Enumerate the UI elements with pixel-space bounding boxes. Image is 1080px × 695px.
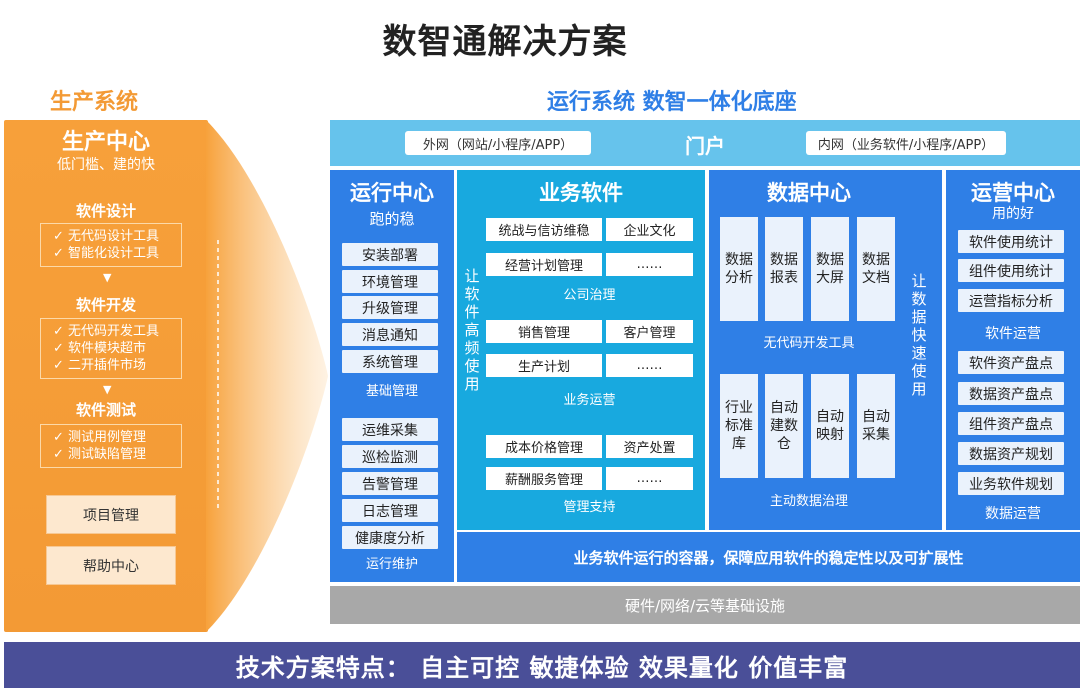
run-basic-item[interactable]: 环境管理 bbox=[342, 270, 438, 293]
company-governance-caption: 公司治理 bbox=[563, 288, 616, 303]
company-governance-item[interactable]: 企业文化 bbox=[606, 218, 693, 241]
nocode-tool-caption: 无代码开发工具 bbox=[763, 336, 855, 351]
page-title: 数智通解决方案 bbox=[382, 22, 628, 62]
production-center-subtitle: 低门槛、建的快 bbox=[57, 157, 155, 173]
dev-item: ✓ 软件模块超市 bbox=[53, 341, 147, 356]
ops-center-title: 运营中心 bbox=[971, 181, 1055, 205]
run-ops-item[interactable]: 告警管理 bbox=[342, 472, 438, 495]
data-ops-item[interactable]: 数据资产盘点 bbox=[958, 382, 1064, 405]
business-ops-item[interactable]: 生产计划 bbox=[486, 354, 602, 377]
production-center-title: 生产中心 bbox=[61, 130, 150, 155]
container-band: 业务软件运行的容器，保障应用软件的稳定性以及可扩展性 bbox=[457, 532, 1080, 582]
test-item: ✓ 测试用例管理 bbox=[53, 430, 147, 445]
business-software-title: 业务软件 bbox=[539, 181, 623, 205]
run-ops-item[interactable]: 运维采集 bbox=[342, 418, 438, 441]
project-management-button[interactable]: 项目管理 bbox=[46, 495, 176, 534]
software-ops-item[interactable]: 软件使用统计 bbox=[958, 230, 1064, 253]
help-center-button[interactable]: 帮助中心 bbox=[46, 546, 176, 585]
data-ops-item[interactable]: 数据资产规划 bbox=[958, 442, 1064, 465]
business-ops-caption: 业务运营 bbox=[563, 393, 616, 408]
data-tool-item[interactable]: 数据文档 bbox=[857, 217, 895, 321]
data-tool-item[interactable]: 数据分析 bbox=[720, 217, 758, 321]
run-basic-item[interactable]: 升级管理 bbox=[342, 296, 438, 319]
design-title: 软件设计 bbox=[75, 202, 136, 220]
management-support-item[interactable]: …… bbox=[606, 467, 693, 490]
software-ops-caption: 软件运营 bbox=[985, 326, 1041, 342]
data-ops-item[interactable]: 软件资产盘点 bbox=[958, 351, 1064, 374]
ops-center-subtitle: 用的好 bbox=[992, 206, 1034, 222]
data-side-text: 让数据快速使用 bbox=[911, 272, 927, 398]
software-ops-item[interactable]: 运营指标分析 bbox=[958, 289, 1064, 312]
software-ops-item[interactable]: 组件使用统计 bbox=[958, 259, 1064, 282]
test-box: ✓ 测试用例管理 ✓ 测试缺陷管理 bbox=[40, 424, 182, 468]
dev-item: ✓ 无代码开发工具 bbox=[53, 324, 160, 339]
data-governance-item[interactable]: 自动映射 bbox=[811, 374, 849, 478]
basic-management-caption: 基础管理 bbox=[365, 384, 418, 399]
external-network-pill[interactable]: 外网（网站/小程序/APP） bbox=[405, 131, 591, 155]
management-support-item[interactable]: 资产处置 bbox=[606, 435, 693, 458]
run-ops-item[interactable]: 日志管理 bbox=[342, 499, 438, 522]
funnel-shape bbox=[206, 120, 328, 632]
test-title: 软件测试 bbox=[75, 401, 136, 419]
management-support-item[interactable]: 薪酬服务管理 bbox=[486, 467, 602, 490]
run-basic-item[interactable]: 系统管理 bbox=[342, 350, 438, 373]
business-side-text: 让软件高频使用 bbox=[464, 267, 480, 393]
data-governance-item[interactable]: 行业标准库 bbox=[720, 374, 758, 478]
arrow-down-icon: ▼ bbox=[103, 271, 112, 284]
management-support-item[interactable]: 成本价格管理 bbox=[486, 435, 602, 458]
run-ops-item[interactable]: 健康度分析 bbox=[342, 526, 438, 549]
run-ops-item[interactable]: 巡检监测 bbox=[342, 445, 438, 468]
dev-title: 软件开发 bbox=[75, 296, 136, 314]
run-center-title: 运行中心 bbox=[350, 181, 434, 205]
design-item: ✓ 无代码设计工具 bbox=[53, 229, 160, 244]
business-ops-item[interactable]: 销售管理 bbox=[486, 320, 602, 343]
data-ops-caption: 数据运营 bbox=[985, 506, 1041, 522]
business-ops-item[interactable]: 客户管理 bbox=[606, 320, 693, 343]
design-box: ✓ 无代码设计工具 ✓ 智能化设计工具 bbox=[40, 223, 182, 267]
run-basic-item[interactable]: 安装部署 bbox=[342, 243, 438, 266]
data-tool-item[interactable]: 数据大屏 bbox=[811, 217, 849, 321]
design-item: ✓ 智能化设计工具 bbox=[53, 246, 160, 261]
dev-item: ✓ 二开插件市场 bbox=[53, 358, 147, 373]
test-item: ✓ 测试缺陷管理 bbox=[53, 447, 147, 462]
management-support-caption: 管理支持 bbox=[563, 500, 616, 515]
tech-features-banner: 技术方案特点： 自主可控 敏捷体验 效果量化 价值丰富 bbox=[4, 642, 1080, 688]
company-governance-item[interactable]: 经营计划管理 bbox=[486, 253, 602, 276]
data-center-title: 数据中心 bbox=[767, 181, 851, 205]
production-section-title: 生产系统 bbox=[50, 90, 139, 115]
run-section-title: 运行系统 数智一体化底座 bbox=[547, 90, 797, 115]
run-center-subtitle: 跑的稳 bbox=[369, 210, 415, 228]
data-governance-item[interactable]: 自动建数仓 bbox=[765, 374, 803, 478]
run-basic-item[interactable]: 消息通知 bbox=[342, 323, 438, 346]
infrastructure-band: 硬件/网络/云等基础设施 bbox=[330, 586, 1080, 624]
portal-title: 门户 bbox=[685, 134, 725, 158]
arrow-down-icon: ▼ bbox=[103, 383, 112, 396]
data-governance-caption: 主动数据治理 bbox=[769, 494, 848, 509]
data-governance-item[interactable]: 自动采集 bbox=[857, 374, 895, 478]
ops-maintenance-caption: 运行维护 bbox=[365, 557, 418, 572]
data-ops-item[interactable]: 业务软件规划 bbox=[958, 472, 1064, 495]
business-ops-item[interactable]: …… bbox=[606, 354, 693, 377]
company-governance-item[interactable]: 统战与信访维稳 bbox=[486, 218, 602, 241]
data-ops-item[interactable]: 组件资产盘点 bbox=[958, 412, 1064, 435]
company-governance-item[interactable]: …… bbox=[606, 253, 693, 276]
data-tool-item[interactable]: 数据报表 bbox=[765, 217, 803, 321]
internal-network-pill[interactable]: 内网（业务软件/小程序/APP） bbox=[806, 131, 1006, 155]
dev-box: ✓ 无代码开发工具 ✓ 软件模块超市 ✓ 二开插件市场 bbox=[40, 318, 182, 379]
